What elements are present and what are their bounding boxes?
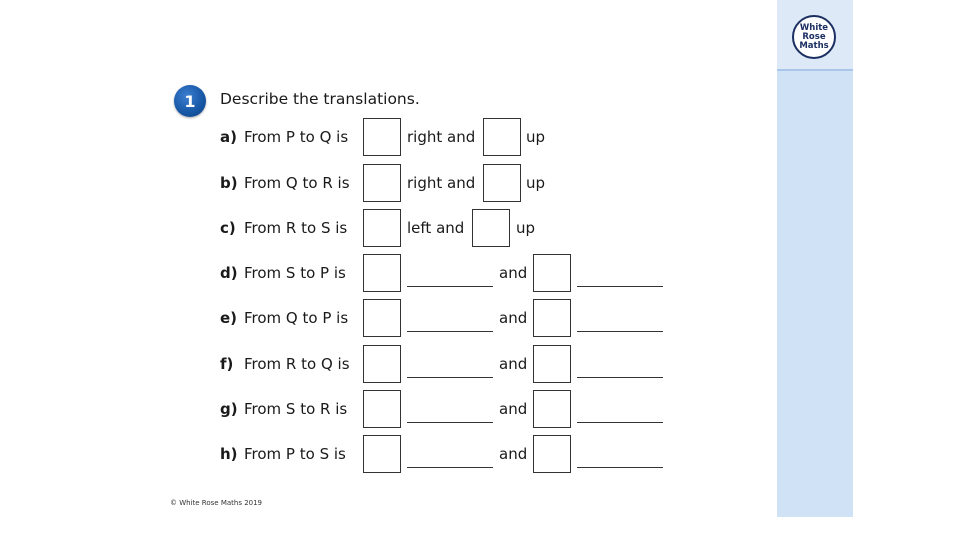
row-description: From S to P is — [244, 264, 346, 282]
direction-word-1: right and — [407, 128, 476, 146]
question-prompt: Describe the translations. — [220, 90, 420, 108]
question-number-badge: 1 — [174, 85, 206, 117]
direction-word-2: up — [516, 219, 536, 237]
row-letter: b) — [220, 174, 238, 192]
translation-row-h: h) From P to S is and — [0, 435, 760, 475]
row-letter: e) — [220, 309, 238, 327]
answer-line-2[interactable] — [577, 467, 663, 468]
joining-word: and — [499, 264, 528, 282]
answer-box-2[interactable] — [533, 345, 571, 383]
answer-box-2[interactable] — [483, 118, 521, 156]
translation-row-d: d) From S to P is and — [0, 254, 760, 294]
joining-word: and — [499, 400, 528, 418]
row-description: From P to Q is — [244, 128, 349, 146]
logo-line-3: Maths — [799, 40, 829, 51]
row-description: From Q to R is — [244, 174, 350, 192]
answer-box-1[interactable] — [363, 299, 401, 337]
translation-row-b: b) From Q to R is right and up — [0, 164, 760, 204]
logo-line-1: White — [799, 22, 829, 33]
answer-line-2[interactable] — [577, 377, 663, 378]
joining-word: and — [499, 355, 528, 373]
translation-row-c: c) From R to S is left and up — [0, 209, 760, 249]
row-letter: a) — [220, 128, 237, 146]
answer-line-2[interactable] — [577, 286, 663, 287]
joining-word: and — [499, 309, 528, 327]
row-letter: g) — [220, 400, 238, 418]
white-rose-maths-logo: White Rose Maths — [792, 15, 836, 59]
answer-box-1[interactable] — [363, 254, 401, 292]
row-letter: h) — [220, 445, 238, 463]
answer-line-1[interactable] — [407, 422, 493, 423]
answer-box-2[interactable] — [472, 209, 510, 247]
answer-line-1[interactable] — [407, 377, 493, 378]
row-letter: f) — [220, 355, 234, 373]
answer-box-2[interactable] — [533, 390, 571, 428]
direction-word-2: up — [526, 174, 546, 192]
answer-box-2[interactable] — [533, 435, 571, 473]
logo-line-2: Rose — [802, 31, 826, 42]
row-description: From R to Q is — [244, 355, 350, 373]
answer-line-1[interactable] — [407, 286, 493, 287]
row-description: From R to S is — [244, 219, 348, 237]
translation-row-g: g) From S to R is and — [0, 390, 760, 430]
answer-line-1[interactable] — [407, 331, 493, 332]
answer-line-1[interactable] — [407, 467, 493, 468]
row-description: From Q to P is — [244, 309, 349, 327]
answer-box-1[interactable] — [363, 209, 401, 247]
joining-word: and — [499, 445, 528, 463]
copyright-footer: © White Rose Maths 2019 — [170, 499, 263, 507]
side-panel: White Rose Maths — [777, 0, 853, 517]
answer-box-1[interactable] — [363, 345, 401, 383]
answer-box-2[interactable] — [483, 164, 521, 202]
answer-line-2[interactable] — [577, 422, 663, 423]
row-letter: c) — [220, 219, 236, 237]
translation-row-a: a) From P to Q is right and up — [0, 118, 760, 158]
answer-box-1[interactable] — [363, 435, 401, 473]
answer-box-2[interactable] — [533, 254, 571, 292]
answer-box-1[interactable] — [363, 118, 401, 156]
row-description: From S to R is — [244, 400, 348, 418]
answer-box-1[interactable] — [363, 164, 401, 202]
row-letter: d) — [220, 264, 238, 282]
answer-box-2[interactable] — [533, 299, 571, 337]
answer-line-2[interactable] — [577, 331, 663, 332]
direction-word-1: right and — [407, 174, 476, 192]
logo-strip: White Rose Maths — [777, 0, 853, 71]
translation-row-f: f) From R to Q is and — [0, 345, 760, 385]
translation-row-e: e) From Q to P is and — [0, 299, 760, 339]
direction-word-1: left and — [407, 219, 465, 237]
row-description: From P to S is — [244, 445, 346, 463]
answer-box-1[interactable] — [363, 390, 401, 428]
direction-word-2: up — [526, 128, 546, 146]
